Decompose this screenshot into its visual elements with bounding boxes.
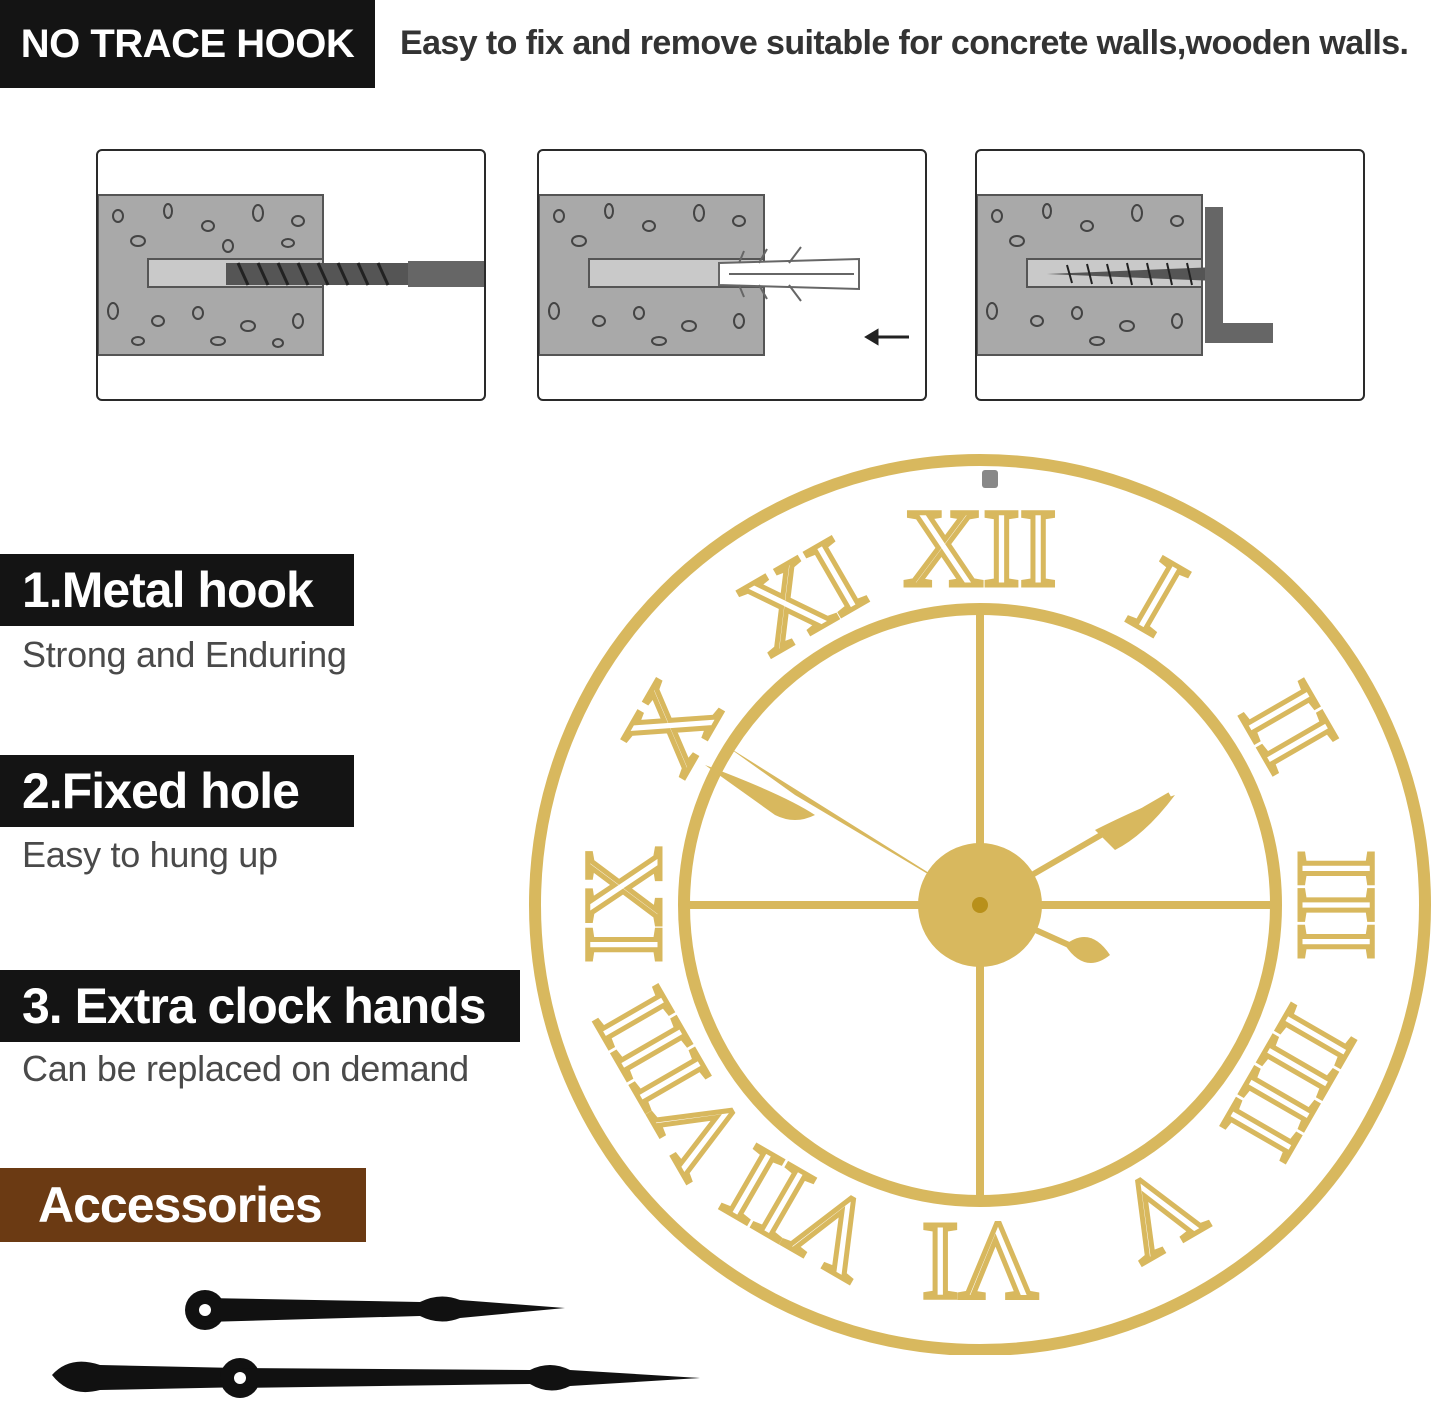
clock-minute-hand xyxy=(725,745,980,905)
feature-title-fixed-hole: 2.Fixed hole xyxy=(0,755,354,827)
clock-numeral: XI xyxy=(721,514,883,678)
screw-hook-icon xyxy=(977,194,1273,356)
step-panel-drill xyxy=(96,149,486,401)
wall-anchor-icon xyxy=(539,194,909,356)
spare-clock-hands-icon xyxy=(52,1290,700,1398)
clock-numeral: III xyxy=(1276,850,1398,960)
clock-numeral: I xyxy=(1112,534,1205,658)
clock-numeral: VIII xyxy=(571,971,771,1196)
clock-center-pin xyxy=(972,897,988,913)
feature-subtitle-metal-hook: Strong and Enduring xyxy=(22,634,347,675)
clock-outer-ring xyxy=(529,454,1431,1355)
drill-bit-icon xyxy=(98,194,484,356)
feature-subtitle-extra-hands: Can be replaced on demand xyxy=(22,1048,469,1089)
clock-hour-hand-tip xyxy=(1095,795,1175,850)
clock-minute-hand-tip xyxy=(705,765,815,820)
step-panel-anchor xyxy=(537,149,927,401)
header-description: Easy to fix and remove suitable for conc… xyxy=(400,24,1409,62)
feature-title-metal-hook: 1.Metal hook xyxy=(0,554,354,626)
accessories-title: Accessories xyxy=(0,1168,366,1242)
feature-title-extra-hands: 3. Extra clock hands xyxy=(0,970,520,1042)
clock-numeral: IX xyxy=(562,847,684,963)
step-panel-screw xyxy=(975,149,1365,401)
feature-subtitle-fixed-hole: Easy to hung up xyxy=(22,834,278,875)
clock-second-hand-tip xyxy=(1065,937,1110,963)
clock-numeral: VI xyxy=(922,1201,1038,1323)
header-tag: NO TRACE HOOK xyxy=(0,0,375,88)
clock-numeral: XII xyxy=(904,487,1057,609)
clock-hanging-hook xyxy=(982,470,998,488)
